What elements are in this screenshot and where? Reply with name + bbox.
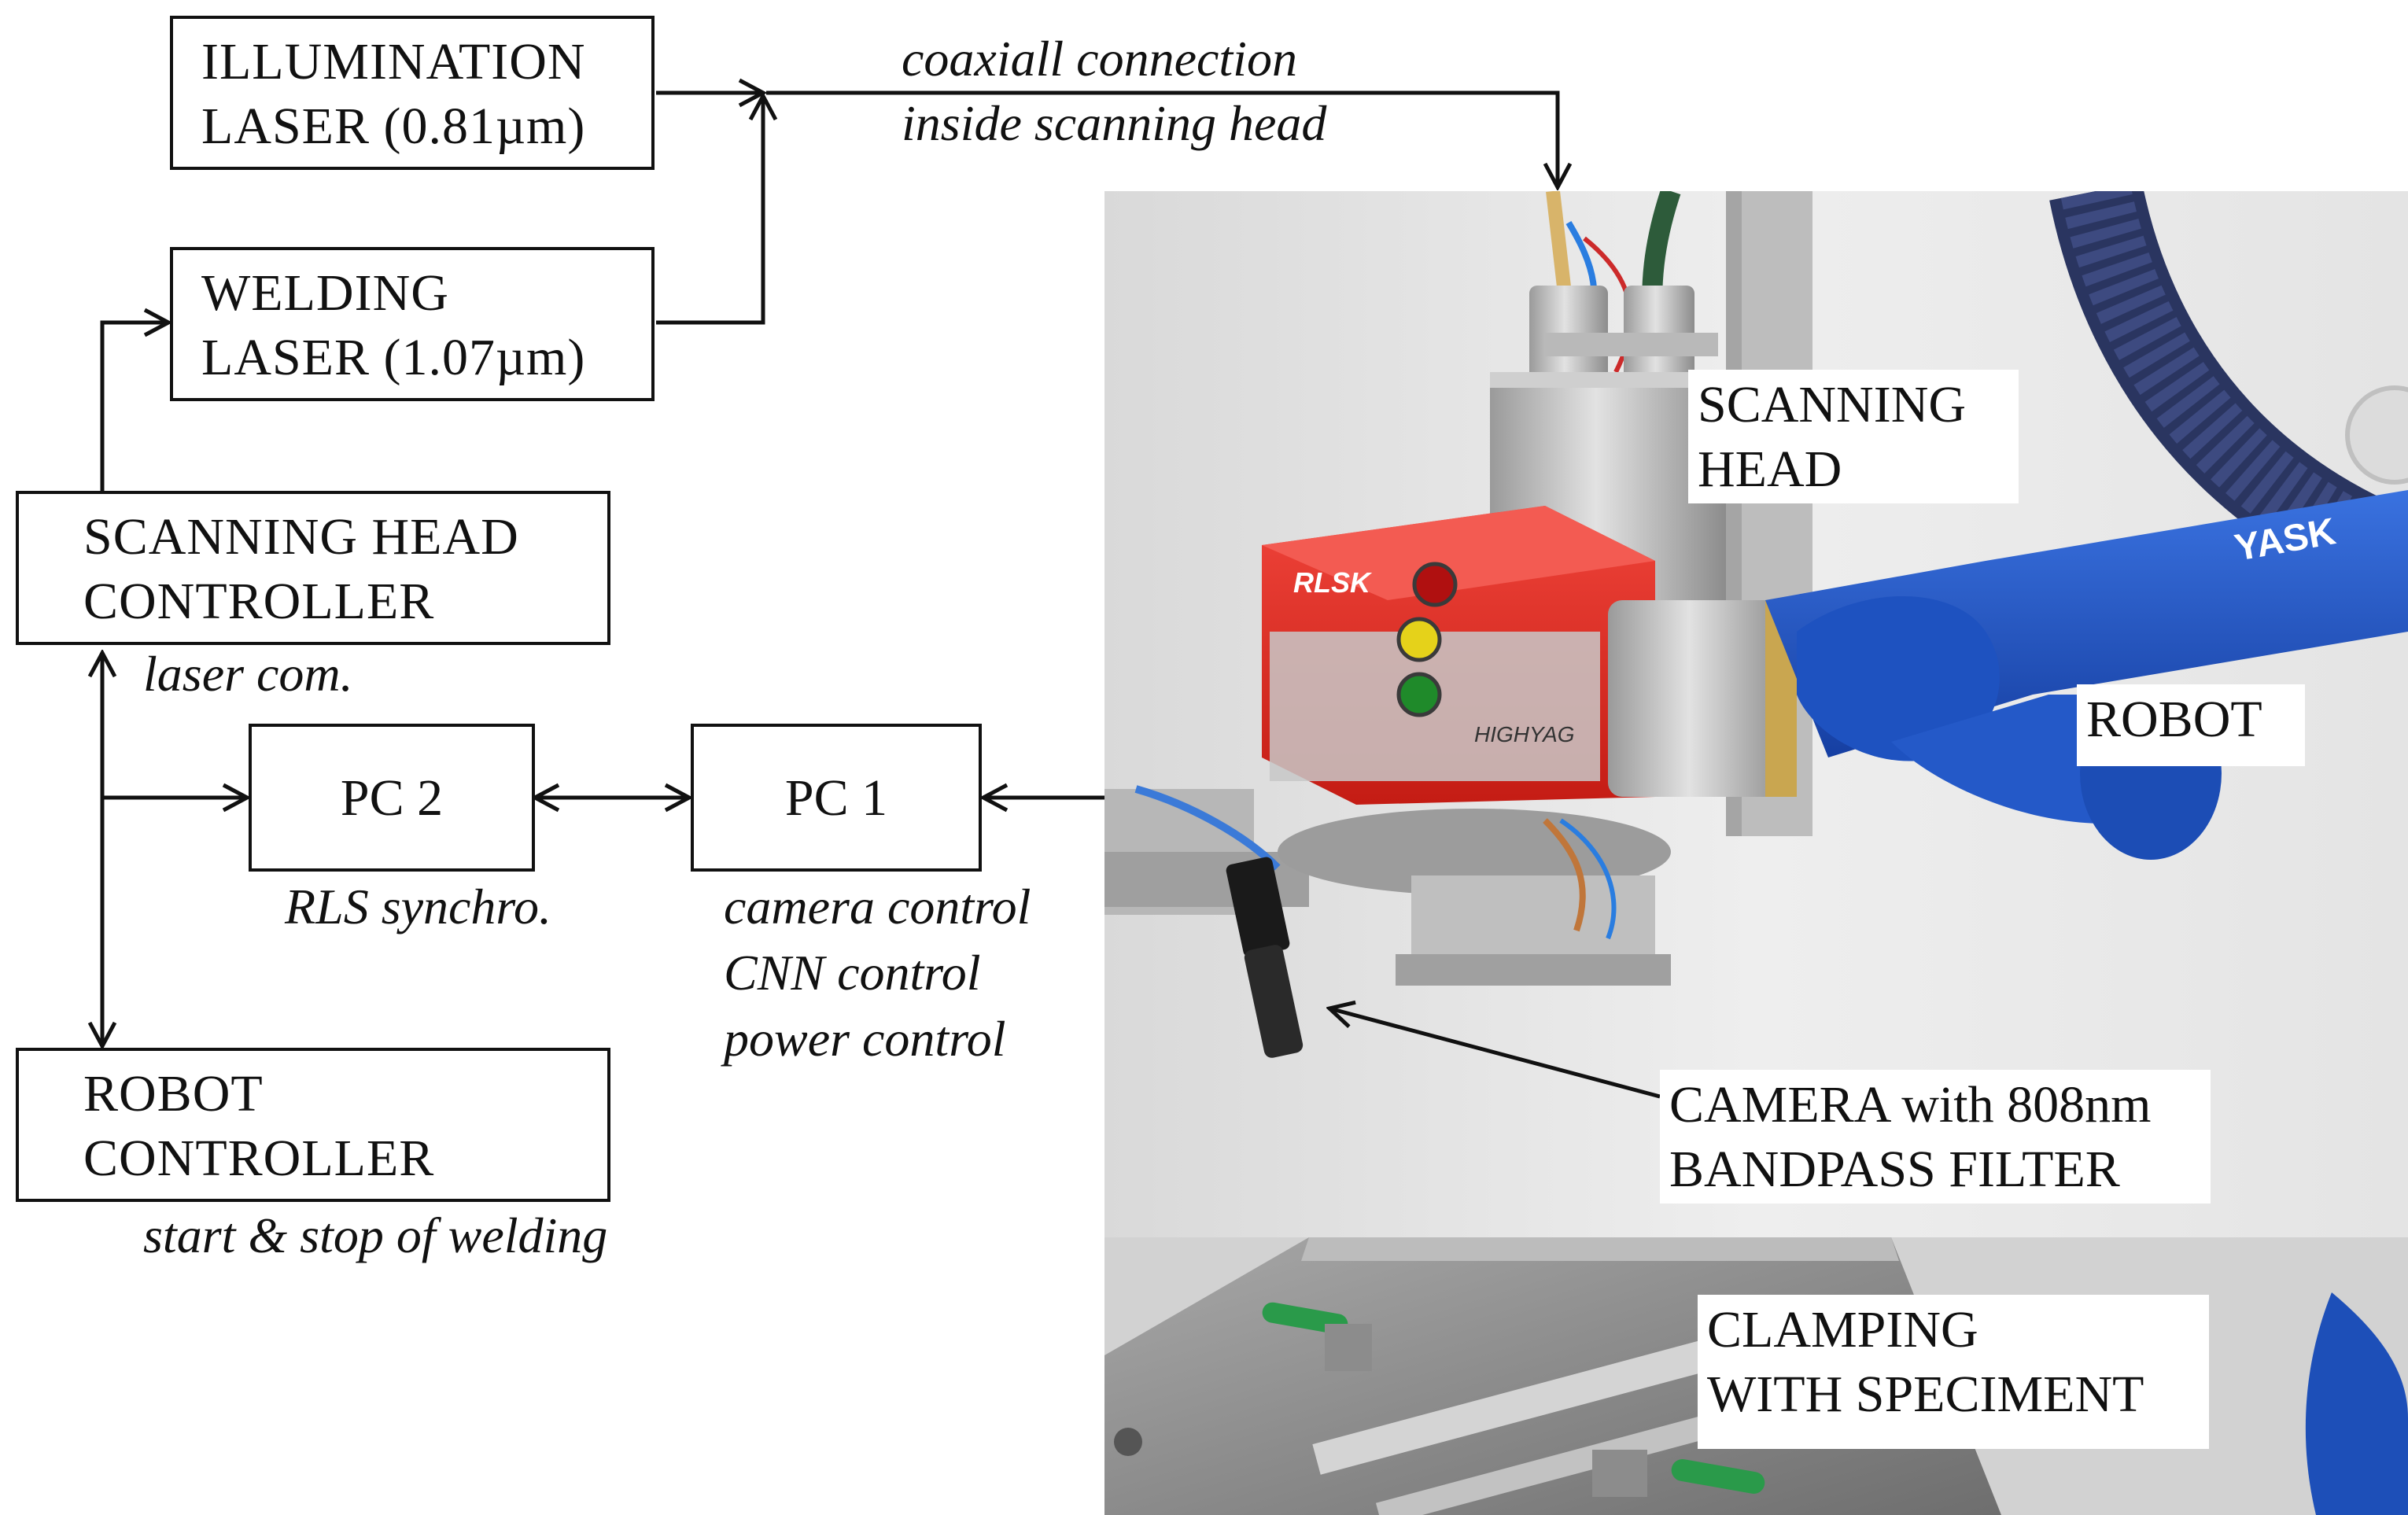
arrow-controller-to-welding — [100, 323, 168, 491]
indicator-yellow — [1396, 617, 1442, 662]
pc1-box: PC 1 — [691, 724, 982, 872]
robot-controller-box: ROBOT CONTROLLER — [16, 1048, 610, 1202]
robot-controller-line1: ROBOT — [83, 1065, 264, 1122]
clamping-label-line1: CLAMPING — [1707, 1301, 1978, 1358]
pc1-task-power: power control — [724, 1011, 1006, 1067]
robot-base-right — [2305, 1292, 2408, 1515]
camera-label: CAMERA with 808nm BANDPASS FILTER — [1660, 1070, 2211, 1204]
scanning-head-controller-line2: CONTROLLER — [83, 573, 435, 630]
pc1-label: PC 1 — [784, 769, 888, 827]
clamp-handle-right — [1671, 1459, 1765, 1494]
clamping-label: CLAMPING WITH SPECIMENT — [1698, 1295, 2209, 1449]
robot-label: ROBOT — [2077, 684, 2305, 766]
arrow-camera-label — [1329, 1008, 1661, 1099]
clamp-fixture — [1312, 1330, 1746, 1475]
head-brand-label: RLSK — [1293, 566, 1373, 599]
scanning-head-label-line1: SCANNING — [1698, 376, 1967, 433]
scanning-head-controller-box: SCANNING HEAD CONTROLLER — [16, 491, 610, 645]
coaxial-note-line1: coaxiall connection — [902, 31, 1297, 87]
coaxial-note-line2: inside scanning head — [902, 95, 1327, 151]
arrow-welding-to-junction — [656, 96, 763, 325]
illumination-laser-line2: LASER (0.81µm) — [201, 98, 586, 155]
illumination-laser-box: ILLUMINATION LASER (0.81µm) — [170, 16, 655, 170]
indicator-red — [1412, 562, 1458, 607]
robot-label-text: ROBOT — [2086, 691, 2262, 748]
camera-body — [1226, 857, 1290, 957]
pc2-box: PC 2 — [249, 724, 535, 872]
rls-synchro-note: RLS synchro. — [285, 879, 551, 934]
camera-label-line1: CAMERA with 808nm — [1669, 1076, 2152, 1133]
pc1-task-cnn: CNN control — [724, 945, 981, 1001]
laser-com-note: laser com. — [143, 646, 353, 702]
clamping-label-line2: WITH SPECIMENT — [1707, 1366, 2144, 1423]
robot-wrist — [1797, 596, 2000, 761]
robot-adapter — [1608, 600, 1789, 797]
scanning-head-controller-line1: SCANNING HEAD — [83, 508, 519, 566]
camera-label-line2: BANDPASS FILTER — [1669, 1141, 2120, 1198]
pc1-task-camera: camera control — [724, 879, 1031, 934]
indicator-green — [1396, 672, 1442, 717]
robot-controller-line2: CONTROLLER — [83, 1130, 435, 1187]
pc2-label: PC 2 — [340, 769, 444, 827]
arrow-to-scanning-head — [766, 90, 1558, 187]
welding-laser-line2: LASER (1.07µm) — [201, 329, 586, 386]
welding-laser-line1: WELDING — [201, 264, 449, 322]
head-maker-label: HIGHYAG — [1474, 722, 1575, 746]
start-stop-note: start & stop of welding — [143, 1207, 608, 1263]
camera-lens — [1244, 945, 1304, 1058]
scanning-head-label: SCANNING HEAD — [1688, 370, 2019, 503]
welding-laser-box: WELDING LASER (1.07µm) — [170, 247, 655, 401]
illumination-laser-line1: ILLUMINATION — [201, 33, 586, 90]
scanning-head-label-line2: HEAD — [1698, 440, 1842, 498]
